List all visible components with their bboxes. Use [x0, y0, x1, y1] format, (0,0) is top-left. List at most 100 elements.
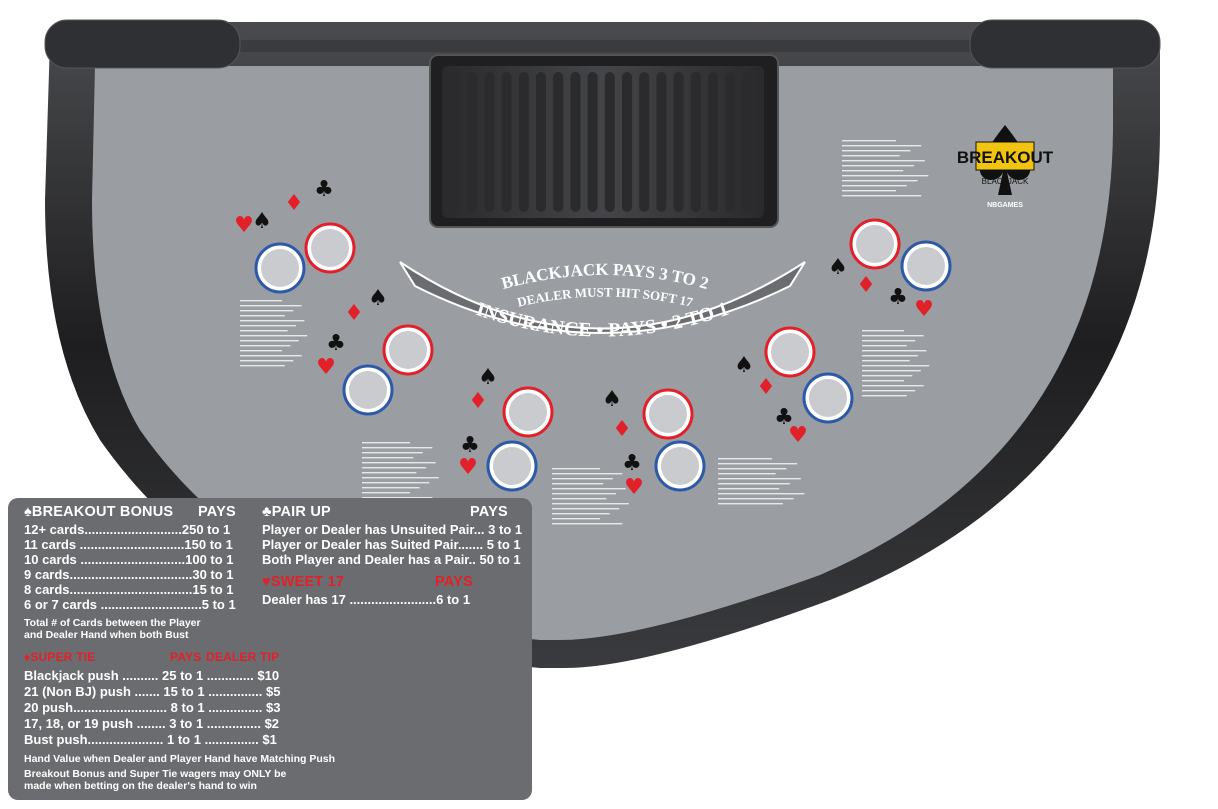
- chip-slot: [673, 72, 684, 212]
- chip-slot: [656, 72, 667, 212]
- fine-print-line: [552, 498, 607, 500]
- logo-maker: NBGAMES: [987, 202, 1023, 209]
- suit-icon: ♥: [316, 355, 336, 380]
- suit-icon: ♥: [624, 475, 644, 500]
- breakout-bonus-row: 11 cards .............................15…: [24, 537, 233, 552]
- suit-icon: ♥: [458, 455, 478, 480]
- fine-print-line: [552, 513, 610, 515]
- super-tie-row: Blackjack push .......... 25 to 1 ......…: [24, 668, 280, 683]
- suit-icon: ♣: [888, 285, 908, 310]
- fine-print-line: [362, 452, 423, 454]
- fine-print-line: [240, 365, 285, 367]
- fine-print-line: [240, 300, 282, 302]
- betting-circle-inner: [907, 247, 945, 285]
- table-felt: [92, 66, 1113, 640]
- paytable-panel: ♠BREAKOUT BONUS PAYS 12+ cards..........…: [8, 498, 532, 800]
- fine-print-line: [362, 477, 439, 479]
- chip-slot: [553, 72, 564, 212]
- suit-icon: ♠: [734, 353, 754, 378]
- suit-icon: ♦: [856, 273, 876, 298]
- breakout-bonus-row: 12+ cards...........................250 …: [24, 522, 231, 537]
- pair-up-row: Both Player and Dealer has a Pair.. 50 t…: [262, 552, 521, 567]
- fine-print-line: [240, 330, 288, 332]
- suit-icon: ♠: [252, 209, 272, 234]
- fine-print-line: [862, 355, 918, 357]
- breakout-bonus-note: and Dealer Hand when both Bust: [24, 629, 189, 641]
- betting-circle-inner: [349, 371, 387, 409]
- betting-circle-inner: [856, 225, 894, 263]
- fine-print-line: [862, 385, 924, 387]
- fine-print-line: [718, 488, 780, 490]
- fine-print-line: [240, 335, 308, 337]
- fine-print-line: [718, 503, 783, 505]
- fine-print-line: [862, 365, 930, 367]
- fine-print-line: [240, 350, 282, 352]
- fine-print-line: [862, 390, 916, 392]
- chip-slot: [570, 72, 581, 212]
- sweet-17-title: SWEET 17: [270, 574, 345, 590]
- betting-circle-inner: [809, 379, 847, 417]
- super-tie-row: Bust push..................... 1 to 1 ..…: [24, 732, 277, 747]
- suit-icon: ♠: [602, 387, 622, 412]
- betting-circle-inner: [771, 333, 809, 371]
- super-tie-header: ♦SUPER TIE: [24, 650, 95, 664]
- spade-icon: ♠: [24, 504, 32, 520]
- suit-icon: ♠: [368, 286, 388, 311]
- super-tie-row: 17, 18, or 19 push ........ 3 to 1 .....…: [24, 716, 280, 731]
- fine-print-line: [862, 360, 910, 362]
- fine-print-line: [240, 315, 285, 317]
- suit-icon: ♣: [774, 405, 794, 430]
- fine-print-line: [362, 442, 410, 444]
- fine-print-line: [842, 150, 911, 152]
- super-tie-pays: PAYS: [170, 650, 202, 664]
- fine-print-line: [362, 497, 433, 499]
- fine-print-line: [842, 195, 922, 197]
- fine-print-line: [718, 478, 801, 480]
- fine-print-line: [842, 155, 900, 157]
- chip-slot: [604, 72, 615, 212]
- chip-slot: [742, 72, 753, 212]
- fine-print-line: [552, 493, 616, 495]
- suit-icon: ♣: [314, 177, 334, 202]
- fine-print-line: [718, 463, 798, 465]
- pair-up-title: PAIR UP: [271, 504, 331, 520]
- suit-icon: ♠: [828, 255, 848, 280]
- suit-icon: ♥: [788, 423, 808, 448]
- chip-slot: [536, 72, 546, 212]
- fine-print-line: [552, 518, 600, 520]
- sweet-17-pays: PAYS: [435, 574, 473, 590]
- fine-print-line: [842, 140, 896, 142]
- fine-print-line: [842, 170, 904, 172]
- table-top-edge: [230, 40, 980, 52]
- suit-icon: ♦: [468, 389, 488, 414]
- fine-print-line: [842, 180, 918, 182]
- pair-up-pays: PAYS: [470, 504, 508, 520]
- fine-print-line: [842, 185, 907, 187]
- breakout-bonus-header: ♠BREAKOUT BONUS: [24, 504, 173, 520]
- rail-cap-right: [969, 19, 1161, 69]
- fine-print-line: [240, 360, 294, 362]
- fine-print-line: [362, 447, 433, 449]
- fine-print-line: [862, 345, 907, 347]
- betting-circle-inner: [493, 447, 531, 485]
- fine-print-line: [552, 508, 620, 510]
- chip-slot: [484, 72, 495, 212]
- heart-icon: ♥: [262, 574, 271, 590]
- suit-icon: ♥: [234, 213, 254, 238]
- suit-icon: ♦: [284, 191, 304, 216]
- fine-print-line: [862, 375, 913, 377]
- fine-print-line: [552, 483, 604, 485]
- fine-print-line: [862, 395, 907, 397]
- super-tie-row: 21 (Non BJ) push ....... 15 to 1 .......…: [24, 684, 281, 699]
- breakout-bonus-row: 10 cards .............................10…: [24, 552, 234, 567]
- wager-rule-note: Breakout Bonus and Super Tie wagers may …: [24, 768, 287, 780]
- fine-print-line: [362, 467, 426, 469]
- fine-print-line: [552, 488, 626, 490]
- breakout-bonus-row: 9 cards.................................…: [24, 567, 234, 582]
- fine-print-line: [718, 498, 794, 500]
- betting-circles: ♠♥♦♣♠♣♥♦♠♦♣♥♠♦♣♥♠♦♣♥♠♦♣♥: [234, 177, 952, 500]
- fine-print-line: [842, 145, 922, 147]
- insurance-band: [399, 261, 806, 334]
- suit-icon: ♣: [460, 433, 480, 458]
- suit-icon: ♦: [612, 417, 632, 442]
